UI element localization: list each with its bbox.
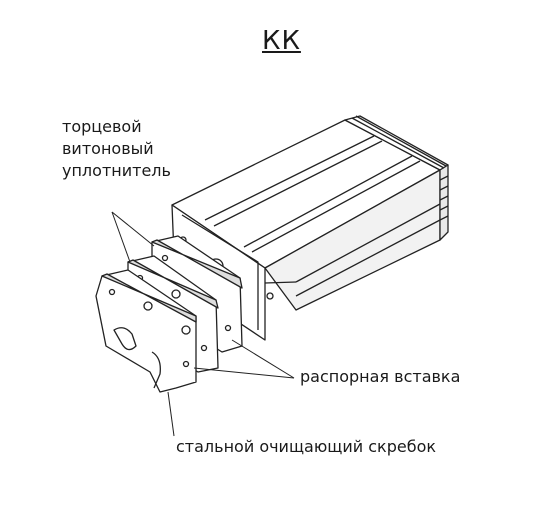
label-steel-scraper: стальной очищающий скребок: [176, 437, 437, 456]
leader-lines: [111, 211, 295, 437]
label-end-seal-line3: уплотнитель: [62, 161, 171, 180]
steel-scraper-plate: [95, 269, 197, 393]
label-end-seal-line2: витоновый: [62, 139, 154, 158]
diagram-title: КК: [262, 26, 301, 56]
label-end-seal-line1: торцевой: [62, 117, 142, 136]
label-spacer-insert: распорная вставка: [300, 367, 461, 386]
rear-end-plates: [344, 115, 449, 241]
label-end-seal: торцевой витоновый уплотнитель: [62, 116, 171, 182]
